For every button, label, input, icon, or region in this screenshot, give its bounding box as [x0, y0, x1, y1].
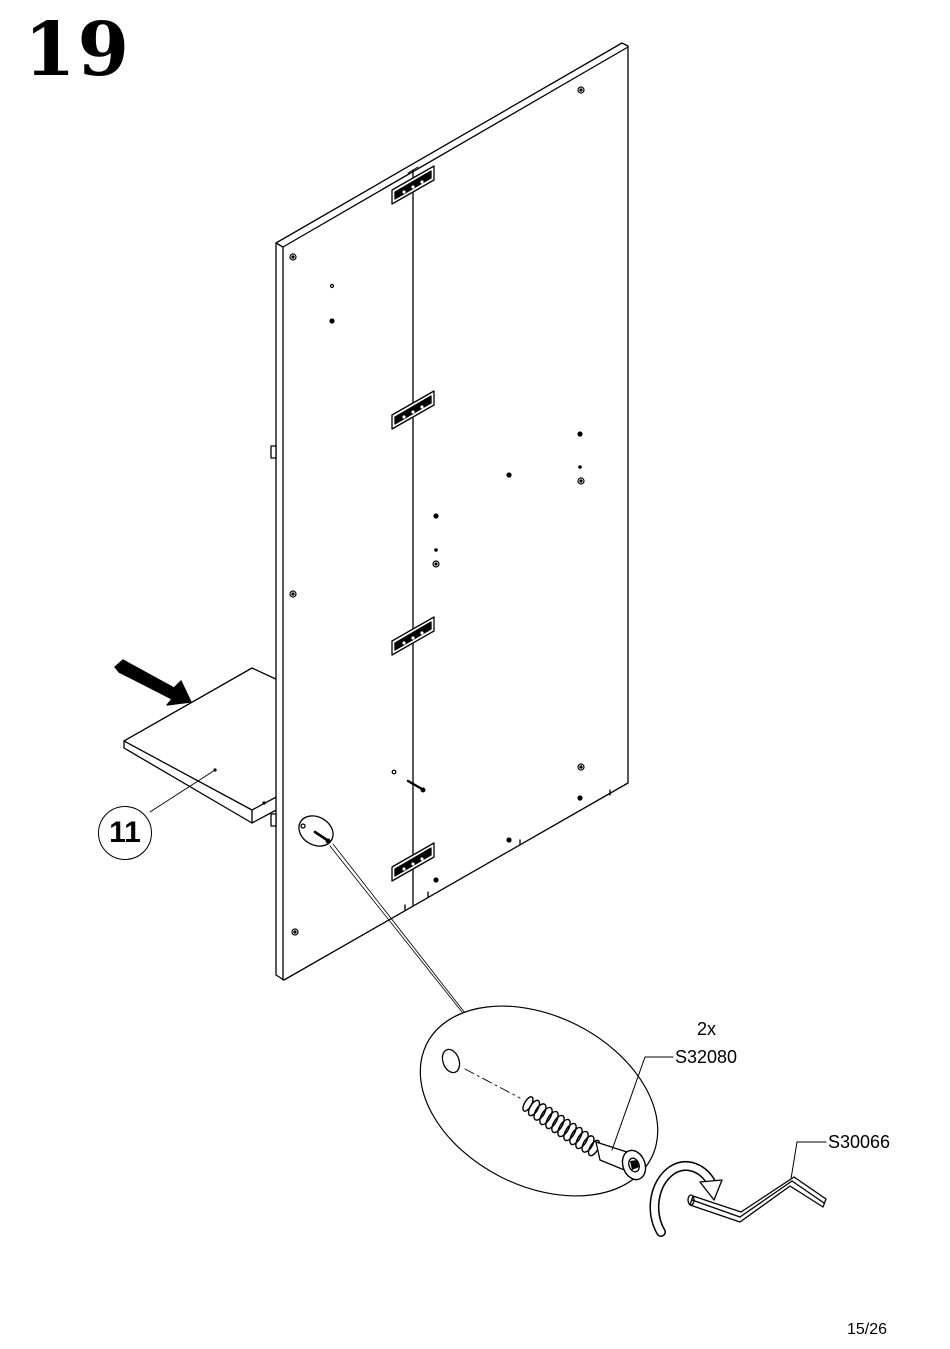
step-number: 19 [24, 10, 131, 90]
shelf-panel [124, 668, 280, 823]
hardware-quantity-label: 2x [697, 1019, 716, 1039]
insert-direction-arrow [115, 660, 191, 705]
page-number: 15/26 [847, 1321, 887, 1339]
zoom-detail [388, 968, 690, 1234]
part-callout-shelf: 11 [98, 806, 152, 860]
screw-code-label: S32080 [675, 1047, 737, 1067]
part-number-label: 11 [109, 816, 141, 850]
hex-key-code-label: S30066 [828, 1132, 890, 1152]
